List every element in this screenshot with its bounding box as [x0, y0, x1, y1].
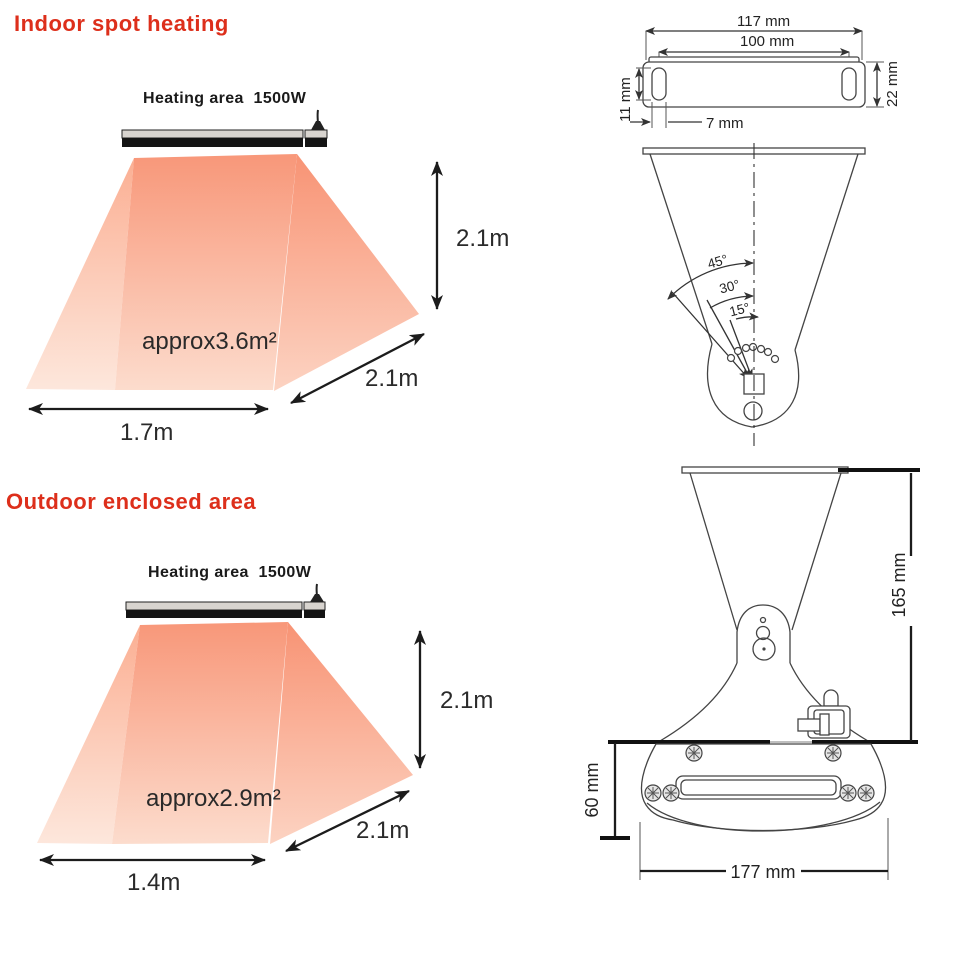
bracket-slot-length-label: 11 mm: [617, 77, 634, 122]
outdoor-heater-label: Heating area 1500W: [148, 564, 312, 581]
outdoor-section: Outdoor enclosed area Heating area 1500W…: [6, 489, 493, 896]
power-connector: [797, 689, 851, 739]
outdoor-depth-arrow: [285, 789, 410, 853]
indoor-heater-label: Heating area 1500W: [143, 90, 307, 107]
foot-left: [659, 662, 738, 742]
bracket-arch: [736, 604, 791, 663]
bracket-slot-right: [841, 67, 857, 101]
outdoor-heat-zone: [37, 622, 413, 844]
bracket-slot-width-label: 7 mm: [706, 115, 744, 132]
indoor-title: Indoor spot heating: [14, 11, 229, 36]
arc-15: [735, 312, 759, 321]
bracket-depth-label: 22 mm: [884, 61, 901, 107]
reflector-edge: [646, 801, 881, 832]
outdoor-area-label: approx2.9m²: [146, 785, 281, 812]
indoor-area-label: approx3.6m²: [142, 328, 277, 355]
funnel-flange-side: [681, 466, 849, 474]
outdoor-depth-dim: 2.1m: [356, 817, 409, 844]
bracket-slot-left: [651, 67, 667, 101]
indoor-height-dim: 2.1m: [456, 225, 509, 252]
indoor-depth-dim: 2.1m: [365, 365, 418, 392]
tilt-angle-view: 45° 30° 15°: [642, 143, 866, 446]
angle-15-label: 15°: [728, 300, 751, 319]
angle-30-label: 30°: [718, 277, 742, 297]
side-view: 165 mm 60 mm 177 mm: [582, 466, 920, 882]
bracket-hole-spacing-label: 100 mm: [740, 33, 794, 50]
outdoor-heater-bar: [125, 583, 326, 618]
heater-body: [640, 743, 887, 832]
pivot-hole: [743, 401, 763, 421]
indoor-depth-arrow: [290, 332, 425, 405]
side-body-width-label: 177 mm: [730, 862, 795, 882]
outdoor-height-dim: 2.1m: [440, 687, 493, 714]
angle-45-label: 45°: [706, 252, 730, 272]
indoor-heater-bar: [121, 109, 328, 147]
bracket-top-view: 117 mm 100 mm 22 mm 11 mm 7 mm: [617, 13, 901, 132]
screws: [644, 744, 875, 802]
outdoor-title: Outdoor enclosed area: [6, 489, 256, 514]
indoor-width-dim: 1.7m: [120, 419, 173, 446]
indoor-section: Indoor spot heating Heating area 1500W 2…: [14, 11, 509, 446]
bracket-overall-width-label: 117 mm: [737, 13, 790, 30]
arc-45: [667, 259, 754, 300]
bracket-body: [642, 61, 866, 108]
funnel-bowl: [706, 343, 800, 428]
indoor-heat-zone: [26, 154, 419, 391]
arc-30: [709, 292, 754, 309]
side-body-height-label: 60 mm: [582, 762, 602, 817]
outdoor-width-dim: 1.4m: [127, 869, 180, 896]
adjustment-holes: [726, 342, 780, 364]
side-bracket-height-label: 165 mm: [889, 552, 909, 617]
